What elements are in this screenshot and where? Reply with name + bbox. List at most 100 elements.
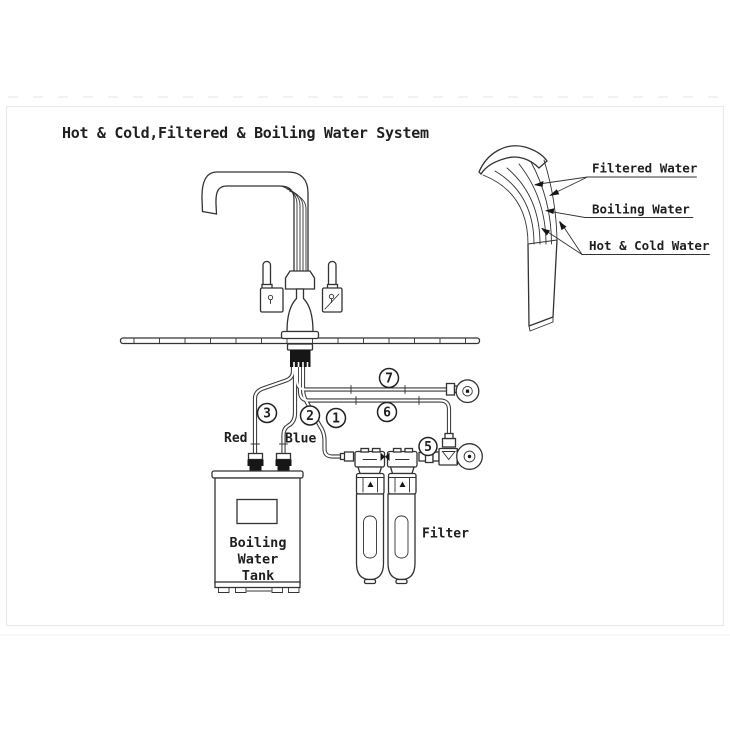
callout-6: 6: [383, 406, 391, 421]
tank-fitting-red: [247, 452, 264, 472]
tank-lid: [211, 470, 304, 479]
channel-end-line: [527, 239, 558, 245]
valve-tee-body: [438, 447, 459, 466]
channel-line: [518, 163, 547, 245]
diagram-title: Hot & Cold,Filtered & Boiling Water Syst…: [62, 124, 429, 142]
head-notch: [360, 447, 370, 453]
valve-knob-inner: [462, 385, 473, 397]
callout-3-circle: [256, 402, 278, 424]
callout-1: 1: [332, 412, 340, 427]
cartridge-nub: [363, 578, 377, 585]
faucet: [201, 171, 343, 340]
filter-unit: Filter: [339, 447, 469, 585]
channel-line: [506, 167, 541, 245]
faint-frame: [5, 105, 725, 627]
callout-1-circle: [325, 407, 347, 429]
arrow-icon: [541, 228, 551, 236]
tank-base: [214, 581, 301, 589]
pipe-joint-ticks: [250, 385, 420, 445]
tube-outline: [527, 239, 558, 327]
pipe-3-bore: [253, 366, 295, 455]
top-shutoff-valve: [445, 379, 480, 404]
pipe-7: [294, 366, 447, 392]
tank-fitting-blue: [275, 452, 292, 472]
left-valve-block: [259, 287, 284, 313]
filter-inlet-port: [343, 451, 355, 462]
connector-bowtie-right: [385, 452, 390, 461]
head-notch: [404, 447, 414, 453]
internal-tube-line: [284, 187, 301, 272]
head-notch: [371, 447, 381, 453]
valve-fitting: [445, 382, 456, 396]
arrow-icon: [534, 180, 544, 187]
blue-tube-label: Blue: [285, 432, 316, 447]
spout-tube-body: [527, 239, 558, 332]
callout-5-circle: [418, 436, 438, 457]
cartridge-nub: [395, 578, 408, 585]
label-hot-cold-water: Hot & Cold Water: [589, 238, 710, 253]
spout-inner-edge: [215, 185, 295, 273]
counter-hatch-ticks: [133, 337, 466, 344]
fitting-base: [277, 466, 290, 472]
valve-knob-inner: [463, 450, 476, 463]
callout-6-circle: [376, 401, 398, 423]
pipe-1-bore: [301, 366, 347, 458]
boiling-water-tank: Boiling Water Tank: [211, 452, 304, 593]
channel-line: [494, 170, 535, 245]
tank-label-line3: Tank: [242, 568, 275, 584]
valve-knob-center: [465, 389, 470, 393]
pipe-6-bore: [298, 366, 451, 441]
nut-body: [290, 350, 311, 367]
valve-top-nut: [441, 437, 457, 448]
fitting-base: [249, 466, 262, 472]
label-boiling-water: Boiling Water: [592, 202, 690, 217]
channel-line: [543, 159, 558, 245]
cartridge-window: [394, 515, 409, 559]
connector-bowtie-left: [380, 452, 385, 461]
arrow-icon: [545, 208, 555, 214]
nut-threads: [293, 362, 309, 367]
pipe-2-bore: [282, 366, 297, 455]
red-tube-label: Red: [224, 431, 247, 446]
fitting-band: [275, 459, 292, 466]
internal-tube-line: [289, 190, 307, 272]
fitting-nut: [247, 452, 264, 461]
pipes: [250, 366, 452, 459]
filter-cartridge-left: [355, 493, 385, 581]
arrow-icon: [559, 221, 567, 231]
collar-ribs: [356, 477, 385, 493]
spout-outer-surface: [478, 145, 548, 176]
filter-label: Filter: [422, 527, 469, 542]
tank-display-window: [236, 498, 278, 525]
callout-7-circle: [378, 367, 400, 389]
tank-feet: [218, 587, 300, 593]
page-frame: [0, 96, 730, 636]
callout-2: 2: [306, 409, 314, 424]
callout-2-circle: [299, 405, 321, 426]
callout-5: 5: [424, 440, 432, 455]
tank-label-line1: Boiling: [230, 535, 287, 551]
spout-internal-tubes: [281, 186, 307, 272]
fitting-nut: [275, 452, 292, 461]
leader-filtered: [535, 176, 588, 196]
valve-knob-center: [467, 454, 472, 459]
arrow-icon: [549, 189, 560, 196]
hot-indicator-icon: [267, 294, 274, 304]
faucet-hub: [284, 270, 316, 290]
collar-arrow-icon: [367, 481, 374, 487]
label-filtered-water: Filtered Water: [592, 161, 698, 176]
nut-collar: [286, 343, 314, 351]
spout-outlet: [201, 210, 218, 215]
channel-line: [482, 174, 529, 245]
collar-arrow-icon: [399, 481, 406, 487]
spout-cross-section-inset: Filtered Water Boiling Water Hot & Cold …: [478, 145, 710, 332]
cartridge-window: [363, 515, 377, 559]
internal-tube-line: [281, 186, 298, 272]
filter-head-right-neck: [389, 466, 415, 475]
faucet-flange: [280, 330, 320, 340]
filter-head-left-neck: [357, 466, 383, 475]
internal-tube-line: [286, 188, 304, 272]
tank-label-line2: Water: [238, 552, 279, 568]
